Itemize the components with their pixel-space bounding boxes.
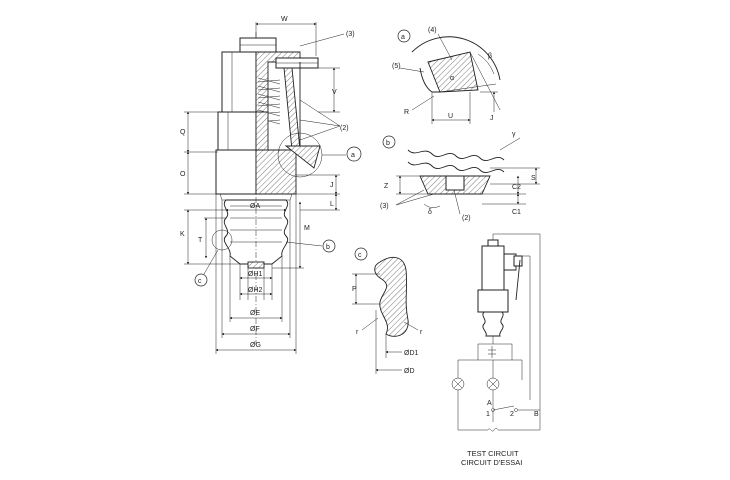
detail-a: a α β (4) (5) R U J (392, 27, 501, 124)
detail-b-title: b (386, 140, 390, 147)
dim-p-label: P (352, 286, 357, 293)
dim-dia-g-label: ØG (250, 342, 261, 349)
detail-b-marker (322, 239, 336, 253)
test-circuit-title-fr: CIRCUIT D'ESSAI (461, 458, 522, 467)
dim-l-label: L (330, 201, 334, 208)
dim-dia-d1-label: ØD1 (404, 350, 419, 357)
circuit-label-b: B (534, 411, 539, 418)
dim-dia-d-label: ØD (404, 368, 415, 375)
detail-a-title: a (401, 34, 405, 41)
callout-3: (3) (346, 31, 355, 38)
dim-q-label: Q (180, 129, 186, 136)
callout-b: b (326, 244, 330, 251)
dim-dia-f-label: ØF (250, 326, 260, 333)
test-circuit-title: TEST CIRCUIT (467, 449, 519, 458)
angle-beta-label: β (488, 53, 492, 60)
detail-c: c P r r ØD1 ØD (352, 247, 423, 375)
detail-a-callout-4: (4) (428, 27, 437, 34)
dim-c2-label: C2 (512, 184, 521, 191)
callout-a: a (351, 152, 355, 159)
dim-dia-h1-label: ØH1 (248, 271, 263, 278)
dim-k-label: K (180, 231, 185, 238)
detail-b-callout-2: (2) (462, 215, 471, 222)
detail-a-dim-j-label: J (490, 115, 494, 122)
dim-v-label: V (332, 89, 337, 96)
dim-o-label: O (180, 171, 186, 178)
detail-c-marker (194, 273, 208, 287)
callout-c: c (198, 278, 202, 285)
dim-c1-label: C1 (512, 209, 521, 216)
detail-a-marker (346, 146, 362, 162)
circuit-label-a: A (487, 400, 492, 407)
detail-a-callout-5: (5) (392, 63, 401, 70)
dim-u-label: U (448, 113, 453, 120)
dim-j-label: J (330, 182, 334, 189)
dim-m-label: M (304, 225, 310, 232)
dim-z-label: Z (384, 183, 389, 190)
angle-alpha-label: α (450, 75, 454, 82)
test-circuit: A 1 2 B TEST CIRCUIT CIRCUIT D'ESSAI (451, 233, 541, 467)
dim-dia-a-label: ØA (250, 203, 260, 210)
radius-r-left-label: r (356, 329, 359, 336)
dim-dia-h2-label: ØH2 (248, 287, 263, 294)
detail-a-radius-label: R (404, 109, 409, 116)
detail-c-title: c (358, 252, 362, 259)
dim-t-label: T (198, 237, 203, 244)
dim-s-label: S (531, 175, 536, 182)
detail-b-callout-3: (3) (380, 203, 389, 210)
detail-b: b γ Z S C2 C1 (3) δ (2) (380, 131, 540, 222)
angle-gamma-label: γ (512, 131, 516, 138)
radius-r-right-label: r (420, 329, 423, 336)
angle-delta-label: δ (428, 209, 432, 216)
starter-main-view: W Q O K T V J L M ØA (180, 16, 362, 354)
dim-dia-e-label: ØE (250, 310, 260, 317)
dim-w-label: W (281, 16, 288, 23)
circuit-node-1: 1 (486, 411, 490, 418)
circuit-node-2: 2 (510, 411, 514, 418)
spring (257, 77, 281, 125)
callout-2: (2) (340, 125, 349, 132)
